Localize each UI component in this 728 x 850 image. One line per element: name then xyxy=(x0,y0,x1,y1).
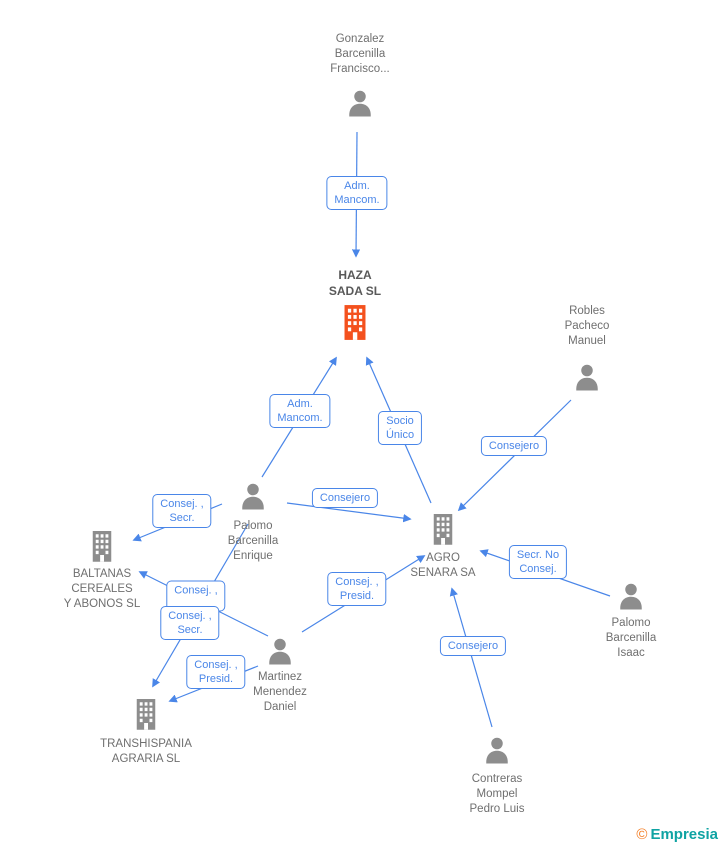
edge-label-socio-unico: Socio Único xyxy=(377,411,423,445)
building-icon xyxy=(338,303,372,340)
person-icon xyxy=(482,735,512,765)
node-palomo-enrique[interactable] xyxy=(238,481,268,511)
node-contreras-label: Contreras Mompel Pedro Luis xyxy=(469,773,525,815)
brand-name: Empresia xyxy=(650,826,718,843)
edge-contreras-agro xyxy=(449,587,493,728)
person-icon xyxy=(265,636,295,666)
node-haza-sada[interactable] xyxy=(338,303,372,340)
edge-label-consej-secr-1: Consej. , Secr. xyxy=(152,494,212,528)
node-haza-sada-label: HAZA SADA SL xyxy=(328,268,382,298)
person-icon xyxy=(572,362,602,392)
node-palomo-enrique-label: Palomo Barcenilla Enrique xyxy=(227,520,279,562)
person-icon xyxy=(238,481,268,511)
edge-palomo-enrique-agro xyxy=(286,502,412,523)
node-baltanas-label: BALTANAS CEREALES Y ABONOS SL xyxy=(63,568,141,610)
node-transhispania[interactable] xyxy=(131,697,161,730)
edge-label-consej-presid-2: Consej. , Presid. xyxy=(186,655,246,689)
edge-label-consejero-3: Consejero xyxy=(439,636,507,656)
building-icon xyxy=(131,697,161,730)
node-transhispania-label: TRANSHISPANIA AGRARIA SL xyxy=(100,738,192,765)
node-martinez-label: Martinez Menendez Daniel xyxy=(253,671,307,713)
node-baltanas[interactable] xyxy=(87,529,117,562)
node-agro-senara[interactable] xyxy=(428,512,458,545)
building-icon xyxy=(87,529,117,562)
copyright-symbol: © xyxy=(636,826,648,843)
person-icon xyxy=(345,88,375,118)
building-icon xyxy=(428,512,458,545)
node-agro-senara-label: AGRO SENARA SA xyxy=(410,552,476,579)
edge-label-consej-secr-2: Consej. , Secr. xyxy=(160,606,220,640)
node-contreras[interactable] xyxy=(482,735,512,765)
edge-label-secr-no-consej: Secr. No Consej. xyxy=(508,545,568,579)
edge-label-consejero-1: Consejero xyxy=(480,436,548,456)
node-robles-label: Robles Pacheco Manuel xyxy=(564,305,610,347)
edge-label-consej-presid-1: Consej. , Presid. xyxy=(327,572,387,606)
edge-label-consejero-2: Consejero xyxy=(311,488,379,508)
person-icon xyxy=(616,581,646,611)
node-palomo-isaac-label: Palomo Barcenilla Isaac xyxy=(605,617,657,659)
node-gonzalez[interactable] xyxy=(345,88,375,118)
watermark-empresia[interactable]: ©Empresia xyxy=(636,826,718,843)
edge-label-adm-mancom-1: Adm. Mancom. xyxy=(326,176,388,210)
node-palomo-isaac[interactable] xyxy=(616,581,646,611)
node-martinez[interactable] xyxy=(265,636,295,666)
edge-label-adm-mancom-2: Adm. Mancom. xyxy=(269,394,331,428)
node-gonzalez-label: Gonzalez Barcenilla Francisco... xyxy=(330,33,390,75)
node-robles[interactable] xyxy=(572,362,602,392)
